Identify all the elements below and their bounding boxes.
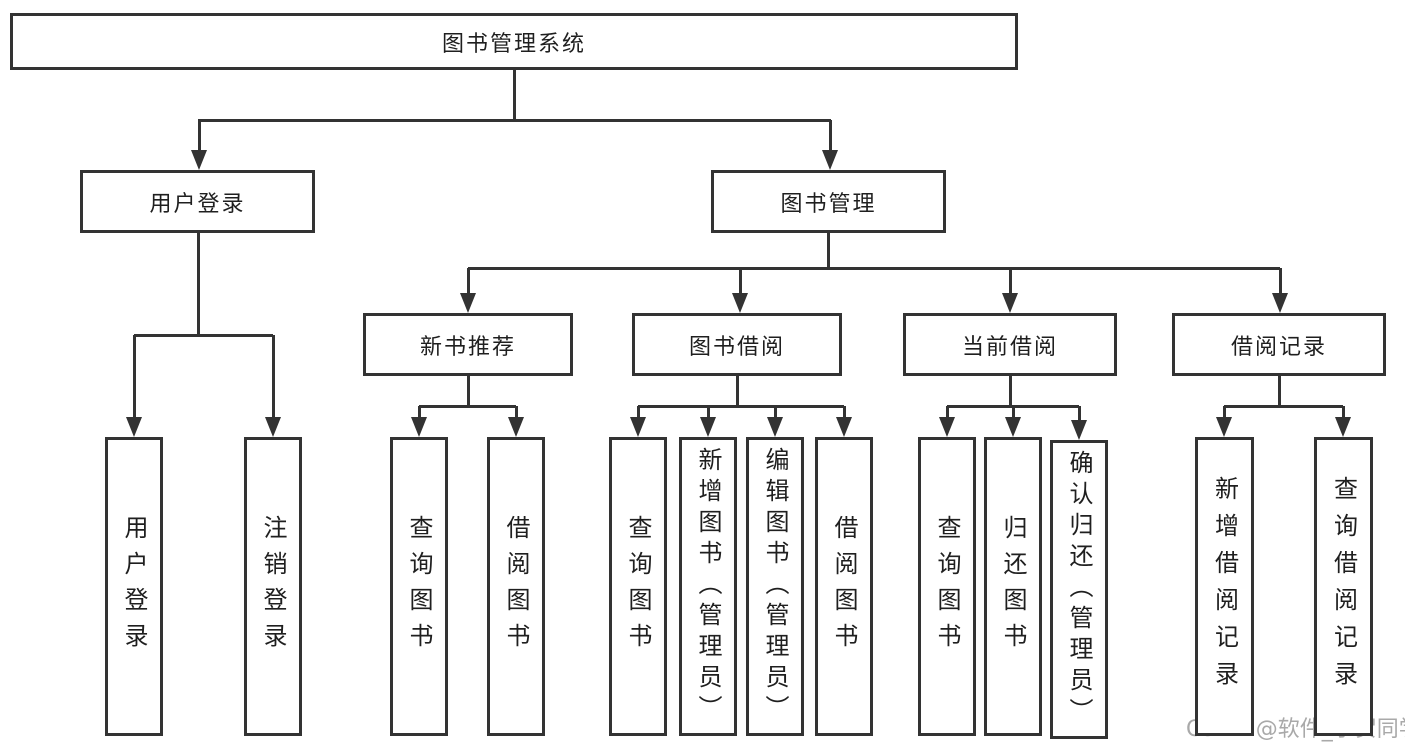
node-label: 注销登录 — [259, 514, 287, 659]
connector-line — [196, 233, 200, 336]
connector-line — [735, 376, 739, 407]
connector-line — [1008, 376, 1012, 407]
connector-line — [773, 406, 777, 422]
node-label: 新增图书（管理员） — [694, 447, 722, 726]
node-label: 查询借阅记录 — [1329, 475, 1358, 698]
node-leaf-return-book: 归还图书 — [984, 437, 1042, 736]
node-label: 确认归还（管理员） — [1065, 450, 1093, 729]
node-user-login: 用户登录 — [80, 170, 315, 233]
arrowhead-down-icon — [460, 293, 476, 313]
connector-line — [512, 70, 516, 120]
connector-line — [419, 404, 516, 408]
connector-line — [1011, 406, 1015, 422]
node-label: 图书管理系统 — [441, 31, 586, 57]
arrowhead-down-icon — [836, 417, 852, 437]
node-leaf-query-book-1: 查询图书 — [390, 437, 448, 736]
node-label: 当前借阅 — [961, 334, 1058, 360]
arrowhead-down-icon — [939, 417, 955, 437]
connector-line — [134, 333, 273, 337]
node-label: 新书推荐 — [419, 334, 516, 360]
arrowhead-down-icon — [1335, 417, 1351, 437]
connector-line — [1224, 404, 1343, 408]
node-leaf-logout: 注销登录 — [244, 437, 302, 736]
connector-line — [466, 268, 470, 298]
arrowhead-down-icon — [1272, 293, 1288, 313]
node-label: 图书借阅 — [688, 334, 785, 360]
connector-line — [1341, 406, 1345, 422]
node-label: 用户登录 — [149, 191, 246, 217]
node-leaf-borrow-book-2: 借阅图书 — [815, 437, 873, 736]
node-new-book-recommend: 新书推荐 — [363, 313, 573, 376]
node-leaf-borrow-book-1: 借阅图书 — [487, 437, 545, 736]
connector-line — [638, 404, 844, 408]
connector-line — [828, 120, 832, 155]
connector-line — [468, 266, 1280, 270]
node-label: 用户登录 — [120, 514, 148, 659]
connector-line — [1277, 376, 1281, 407]
connector-line — [706, 406, 710, 422]
connector-line — [1222, 406, 1226, 422]
node-borrowing-records: 借阅记录 — [1172, 313, 1386, 376]
connector-line — [1077, 406, 1081, 425]
node-book-management: 图书管理 — [711, 170, 946, 233]
connector-line — [198, 118, 831, 122]
node-leaf-query-book-2: 查询图书 — [609, 437, 667, 736]
arrowhead-down-icon — [265, 417, 281, 437]
node-root: 图书管理系统 — [10, 13, 1018, 70]
node-leaf-add-borrow-record: 新增借阅记录 — [1195, 437, 1254, 736]
arrowhead-down-icon — [630, 417, 646, 437]
node-label: 查询图书 — [933, 514, 961, 659]
node-label: 查询图书 — [405, 514, 433, 659]
node-label: 归还图书 — [999, 514, 1027, 659]
node-label: 借阅图书 — [830, 514, 858, 659]
node-leaf-user-login: 用户登录 — [105, 437, 163, 736]
connector-line — [1278, 268, 1282, 298]
arrowhead-down-icon — [1216, 417, 1232, 437]
arrowhead-down-icon — [411, 417, 427, 437]
connector-line — [271, 335, 275, 422]
arrowhead-down-icon — [822, 150, 838, 170]
connector-line — [636, 406, 640, 422]
arrowhead-down-icon — [1005, 417, 1021, 437]
connector-line — [842, 406, 846, 422]
arrowhead-down-icon — [732, 293, 748, 313]
arrowhead-down-icon — [1071, 420, 1087, 440]
arrowhead-down-icon — [767, 417, 783, 437]
connector-line — [197, 120, 201, 155]
node-leaf-add-book: 新增图书（管理员） — [679, 437, 737, 736]
connector-line — [826, 233, 830, 269]
node-label: 新增借阅记录 — [1210, 475, 1239, 698]
node-label: 查询图书 — [624, 514, 652, 659]
node-label: 编辑图书（管理员） — [761, 447, 789, 726]
connector-line — [417, 406, 421, 422]
connector-line — [1008, 268, 1012, 298]
connector-line — [738, 268, 742, 298]
node-book-borrowing: 图书借阅 — [632, 313, 842, 376]
arrowhead-down-icon — [191, 150, 207, 170]
node-label: 借阅图书 — [502, 514, 530, 659]
arrowhead-down-icon — [126, 417, 142, 437]
node-label: 图书管理 — [780, 191, 877, 217]
node-leaf-query-book-3: 查询图书 — [918, 437, 976, 736]
connector-line — [945, 406, 949, 422]
connector-line — [514, 406, 518, 422]
node-leaf-edit-book: 编辑图书（管理员） — [746, 437, 804, 736]
connector-line — [132, 335, 136, 422]
connector-line — [466, 376, 470, 407]
arrowhead-down-icon — [508, 417, 524, 437]
node-current-borrowing: 当前借阅 — [903, 313, 1117, 376]
node-leaf-query-borrow-record: 查询借阅记录 — [1314, 437, 1373, 736]
node-label: 借阅记录 — [1230, 334, 1327, 360]
arrowhead-down-icon — [700, 417, 716, 437]
arrowhead-down-icon — [1002, 293, 1018, 313]
node-leaf-confirm-return: 确认归还（管理员） — [1050, 440, 1108, 739]
